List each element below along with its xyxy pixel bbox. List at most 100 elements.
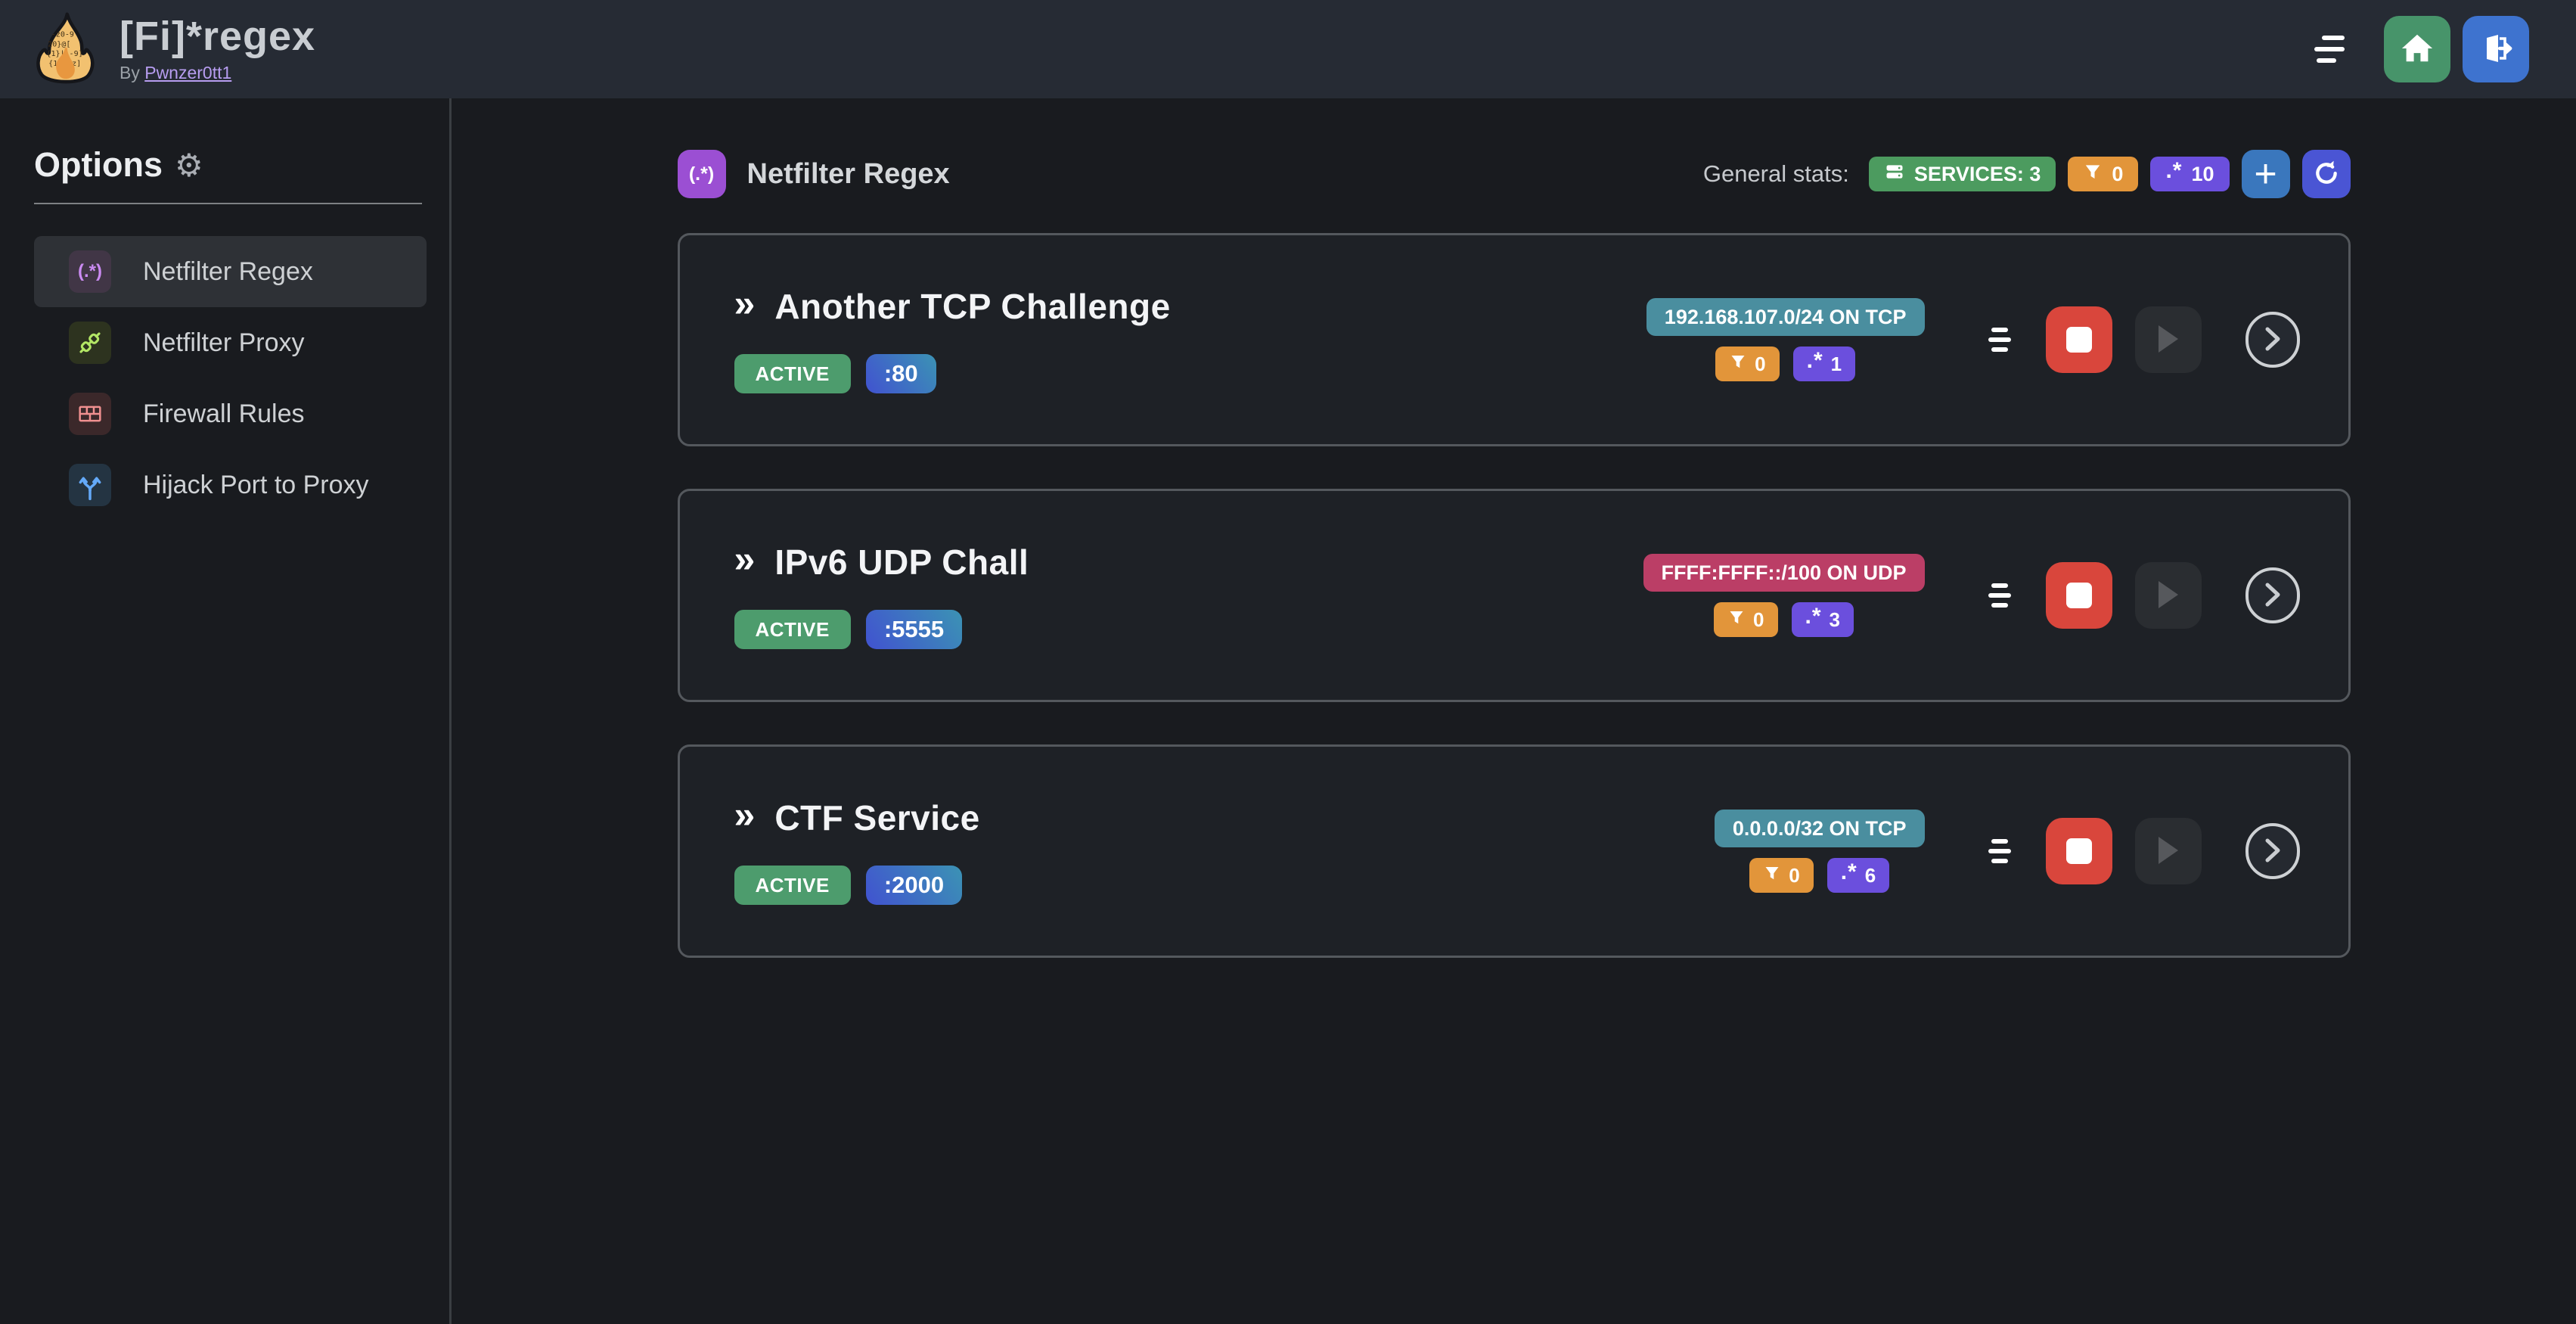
filtered-count-badge: 0	[1714, 602, 1778, 637]
refresh-button[interactable]	[2301, 150, 2351, 198]
double-chevron-icon: »	[734, 794, 756, 836]
sidebar-divider	[34, 203, 422, 204]
home-icon	[2400, 31, 2435, 68]
play-icon	[2155, 835, 2181, 868]
regex-section-icon: (.*)	[677, 150, 726, 198]
port-badge: :80	[865, 354, 936, 393]
menu-lines-icon[interactable]	[2314, 36, 2345, 63]
stop-button[interactable]	[2045, 818, 2112, 884]
filtered-count-badge: 0	[1715, 347, 1780, 381]
play-button[interactable]	[2134, 306, 2202, 373]
regex-count-badge: .* 3	[1791, 602, 1854, 637]
regex-icon: (.*)	[69, 250, 111, 293]
port-badge: :2000	[865, 866, 963, 905]
filtered-count-value: 0	[1789, 863, 1800, 887]
queue-lines-icon[interactable]	[1988, 839, 2011, 863]
logout-button[interactable]	[2463, 16, 2529, 82]
regex-count-badge: .* 1	[1792, 347, 1856, 381]
regex-total-badge: .* 10	[2150, 157, 2230, 191]
play-button[interactable]	[2134, 818, 2202, 884]
stop-icon	[2065, 583, 2092, 608]
stop-button[interactable]	[2045, 562, 2112, 629]
service-name: IPv6 UDP Chall	[774, 542, 1029, 582]
service-list: » Another TCP Challenge ACTIVE :80 192.1…	[677, 233, 2351, 958]
app-header: -z0-9 20}@[ {1}|)-9] {1 z] [Fi]*regex By…	[0, 0, 2576, 98]
add-service-button[interactable]: +	[2241, 150, 2290, 198]
queue-lines-icon[interactable]	[1988, 328, 2011, 352]
split-arrows-icon	[69, 464, 111, 506]
gear-icon: ⚙	[174, 147, 203, 183]
regex-total-value: 10	[2191, 162, 2214, 185]
sidebar-item-netfilter-regex[interactable]: (.*) Netfilter Regex	[34, 236, 427, 307]
sidebar-item-label: Firewall Rules	[143, 399, 305, 428]
brick-wall-icon	[69, 393, 111, 435]
regex-count-value: 3	[1829, 608, 1840, 631]
double-chevron-icon: »	[734, 538, 756, 580]
sidebar-item-hijack-port[interactable]: Hijack Port to Proxy	[34, 449, 427, 521]
status-badge: ACTIVE	[734, 354, 851, 393]
status-badge: ACTIVE	[734, 610, 851, 649]
main-content: (.*) Netfilter Regex General stats: SERV…	[452, 98, 2576, 1324]
flame-regex-logo: -z0-9 20}@[ {1}|)-9] {1 z]	[30, 11, 100, 92]
port-badge: :5555	[865, 610, 963, 649]
play-button[interactable]	[2134, 562, 2202, 629]
sidebar-nav: (.*) Netfilter Regex Netfilter Proxy	[34, 236, 427, 521]
funnel-icon	[1763, 864, 1781, 887]
svg-text:{1: {1	[48, 59, 57, 67]
open-service-button[interactable]	[2245, 567, 2300, 623]
chevron-right-icon	[2263, 838, 2283, 866]
filtered-total-badge: 0	[2068, 157, 2139, 191]
cidr-badge: FFFF:FFFF::/100 ON UDP	[1643, 554, 1925, 592]
general-stats-label: General stats:	[1702, 160, 1849, 187]
funnel-icon	[1729, 353, 1747, 376]
byline-prefix: By	[119, 62, 140, 82]
author-link[interactable]: Pwnzer0tt1	[144, 62, 232, 82]
home-button[interactable]	[2384, 16, 2450, 82]
regex-count-badge: .* 6	[1826, 858, 1890, 893]
server-stack-icon	[1884, 161, 1905, 188]
regex-glyph-icon: .*	[1805, 604, 1822, 629]
options-sidebar: Options ⚙ (.*) Netfilter Regex	[0, 98, 452, 1324]
svg-text:20}@[: 20}@[	[48, 40, 70, 48]
logout-door-icon	[2478, 30, 2514, 69]
app-title: [Fi]*regex	[119, 14, 316, 60]
regex-glyph-icon: .*	[1840, 859, 1858, 884]
service-card: » Another TCP Challenge ACTIVE :80 192.1…	[677, 233, 2351, 446]
svg-text:z]: z]	[72, 59, 81, 67]
service-name: CTF Service	[774, 798, 980, 838]
section-title: Netfilter Regex	[746, 157, 950, 190]
stop-button[interactable]	[2045, 306, 2112, 373]
filtered-count-value: 0	[1753, 608, 1764, 631]
plug-icon	[69, 322, 111, 364]
regex-glyph-icon: .*	[2165, 158, 2183, 183]
sidebar-item-label: Hijack Port to Proxy	[143, 470, 369, 499]
funnel-icon	[2083, 162, 2103, 187]
open-service-button[interactable]	[2245, 823, 2300, 879]
service-name: Another TCP Challenge	[774, 287, 1171, 326]
services-count-label: SERVICES: 3	[1913, 162, 2041, 185]
cidr-badge: 0.0.0.0/32 ON TCP	[1714, 810, 1925, 847]
sidebar-item-firewall-rules[interactable]: Firewall Rules	[34, 378, 427, 449]
funnel-icon	[1727, 608, 1746, 632]
status-badge: ACTIVE	[734, 866, 851, 905]
filtered-total-value: 0	[2112, 162, 2124, 185]
refresh-icon	[2311, 158, 2342, 191]
sidebar-item-netfilter-proxy[interactable]: Netfilter Proxy	[34, 307, 427, 378]
play-icon	[2155, 324, 2181, 356]
sidebar-heading-label: Options	[34, 145, 163, 184]
regex-count-value: 1	[1830, 352, 1842, 375]
stop-icon	[2065, 838, 2092, 864]
cidr-badge: 192.168.107.0/24 ON TCP	[1646, 298, 1925, 336]
queue-lines-icon[interactable]	[1988, 583, 2011, 608]
filtered-count-badge: 0	[1749, 858, 1814, 893]
stop-icon	[2065, 327, 2092, 353]
services-count-badge: SERVICES: 3	[1868, 157, 2056, 191]
open-service-button[interactable]	[2245, 312, 2300, 368]
section-header: (.*) Netfilter Regex General stats: SERV…	[677, 148, 2351, 200]
play-icon	[2155, 580, 2181, 612]
filtered-count-value: 0	[1755, 352, 1766, 375]
chevron-right-icon	[2263, 326, 2283, 354]
double-chevron-icon: »	[734, 282, 756, 325]
service-card: » IPv6 UDP Chall ACTIVE :5555 FFFF:FFFF:…	[677, 489, 2351, 702]
sidebar-item-label: Netfilter Regex	[143, 256, 313, 286]
